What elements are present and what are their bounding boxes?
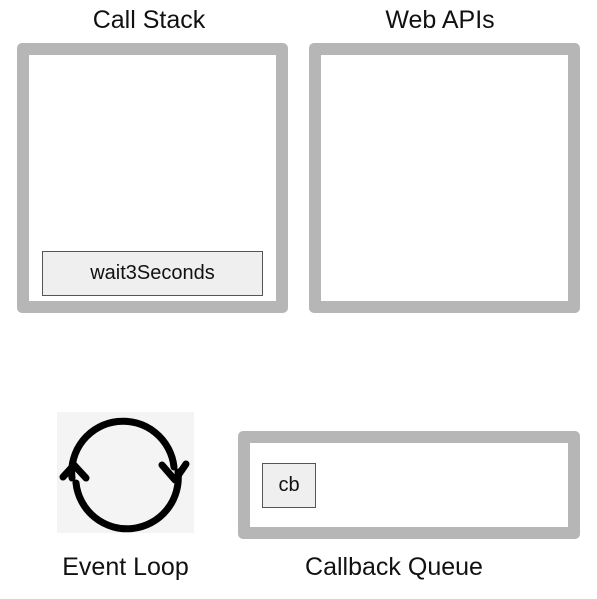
- callback-queue-title: Callback Queue: [305, 553, 483, 581]
- circular-arrows-icon: [59, 417, 190, 533]
- callback-queue-item: cb: [262, 463, 316, 508]
- web-apis-panel: [309, 43, 580, 313]
- call-stack-title: Call Stack: [92, 6, 206, 34]
- web-apis-title: Web APIs: [385, 6, 495, 34]
- call-stack-frame: wait3Seconds: [42, 251, 263, 296]
- event-loop-title: Event Loop: [62, 553, 189, 581]
